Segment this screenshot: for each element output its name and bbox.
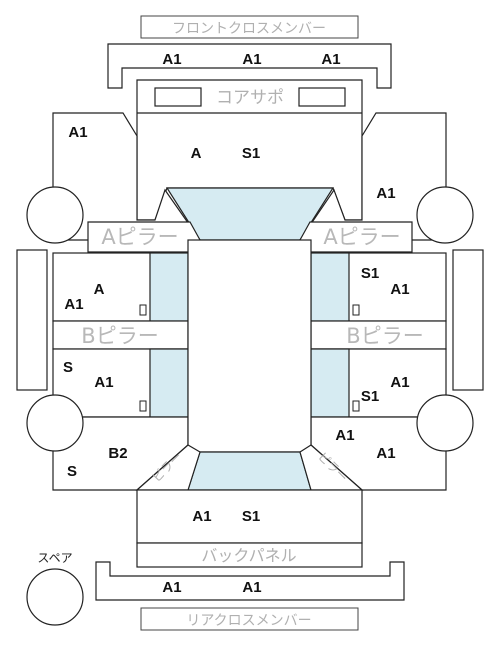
b-pillar-left[interactable] [52,320,189,350]
front-section-grade-s1: S1 [242,145,260,162]
front-right-door-handle-icon [352,304,360,316]
rear-right-door-grade-a1: A1 [390,374,409,391]
b-pillar-left-label: Bピラー [81,324,158,348]
front-right-fender[interactable] [298,112,447,241]
front-section-grade-a: A [191,145,202,162]
front-right-door-glass [310,252,350,322]
front-cross-member-grade-3: A1 [321,51,340,68]
b-pillar-right[interactable] [310,320,447,350]
front-right-door-grade-s1: S1 [361,265,379,282]
rear-cross-member-label-box [140,607,359,631]
right-side-step[interactable] [452,249,484,391]
back-panel[interactable] [136,542,363,568]
front-cross-member-grade-1: A1 [162,51,181,68]
front-right-door-grade-a1: A1 [390,281,409,298]
a-pillar-right-label: Aピラー [323,225,400,249]
rear-section-part[interactable] [136,489,363,544]
front-left-door-glass [149,252,189,322]
rear-cross-member-grade-1: A1 [162,579,181,596]
rear-right-wheel[interactable] [416,394,474,452]
front-cross-member-grade-2: A1 [242,51,261,68]
rear-left-quarter-grade-b2: B2 [108,445,127,462]
rear-glass [187,451,312,491]
rear-left-wheel[interactable] [26,394,84,452]
core-support-right-box [298,87,346,107]
rear-left-door-handle-icon [139,400,147,412]
front-cross-member-label-box [140,15,359,39]
core-support-left-box [154,87,202,107]
rear-right-door-handle-icon [352,400,360,412]
front-right-wheel[interactable] [416,186,474,244]
rear-left-door-glass [149,348,189,418]
spare-tire-label: スペア [37,551,72,565]
rear-section-grade-s1: S1 [242,508,260,525]
rear-right-quarter-grade-a1: A1 [376,445,395,462]
a-pillar-left-label: Aピラー [101,225,178,249]
rear-right-door-glass [310,348,350,418]
rear-left-quarter-grade-s: S [67,463,77,480]
rear-cross-member-label: リアクロスメンバー [186,613,311,629]
rear-cross-member-grade-2: A1 [242,579,261,596]
front-left-door-grade-a: A [94,281,105,298]
rear-cross-member-part[interactable] [95,561,405,601]
spare-tire[interactable] [26,568,84,626]
front-right-fender-grade: A1 [376,185,395,202]
front-cross-member-part[interactable] [107,43,392,89]
front-cross-member-label: フロントクロスメンバー [172,21,326,37]
front-left-door-handle-icon [139,304,147,316]
back-panel-label: バックパネル [201,546,296,565]
front-left-door-grade-a1: A1 [64,296,83,313]
b-pillar-right-label: Bピラー [346,324,423,348]
rear-section-grade-a1: A1 [192,508,211,525]
a-pillar-right[interactable] [299,221,413,253]
rear-right-quarter-grade-a1-top: A1 [335,427,354,444]
rear-left-door-grade-a1: A1 [94,374,113,391]
roof[interactable] [187,239,312,453]
front-left-fender-grade: A1 [68,124,87,141]
front-left-wheel[interactable] [26,186,84,244]
left-side-step[interactable] [16,249,48,391]
rear-left-door-grade-s: S [63,359,73,376]
core-support-label: コアサポ [216,88,284,108]
rear-right-door-grade-s1: S1 [361,388,379,405]
